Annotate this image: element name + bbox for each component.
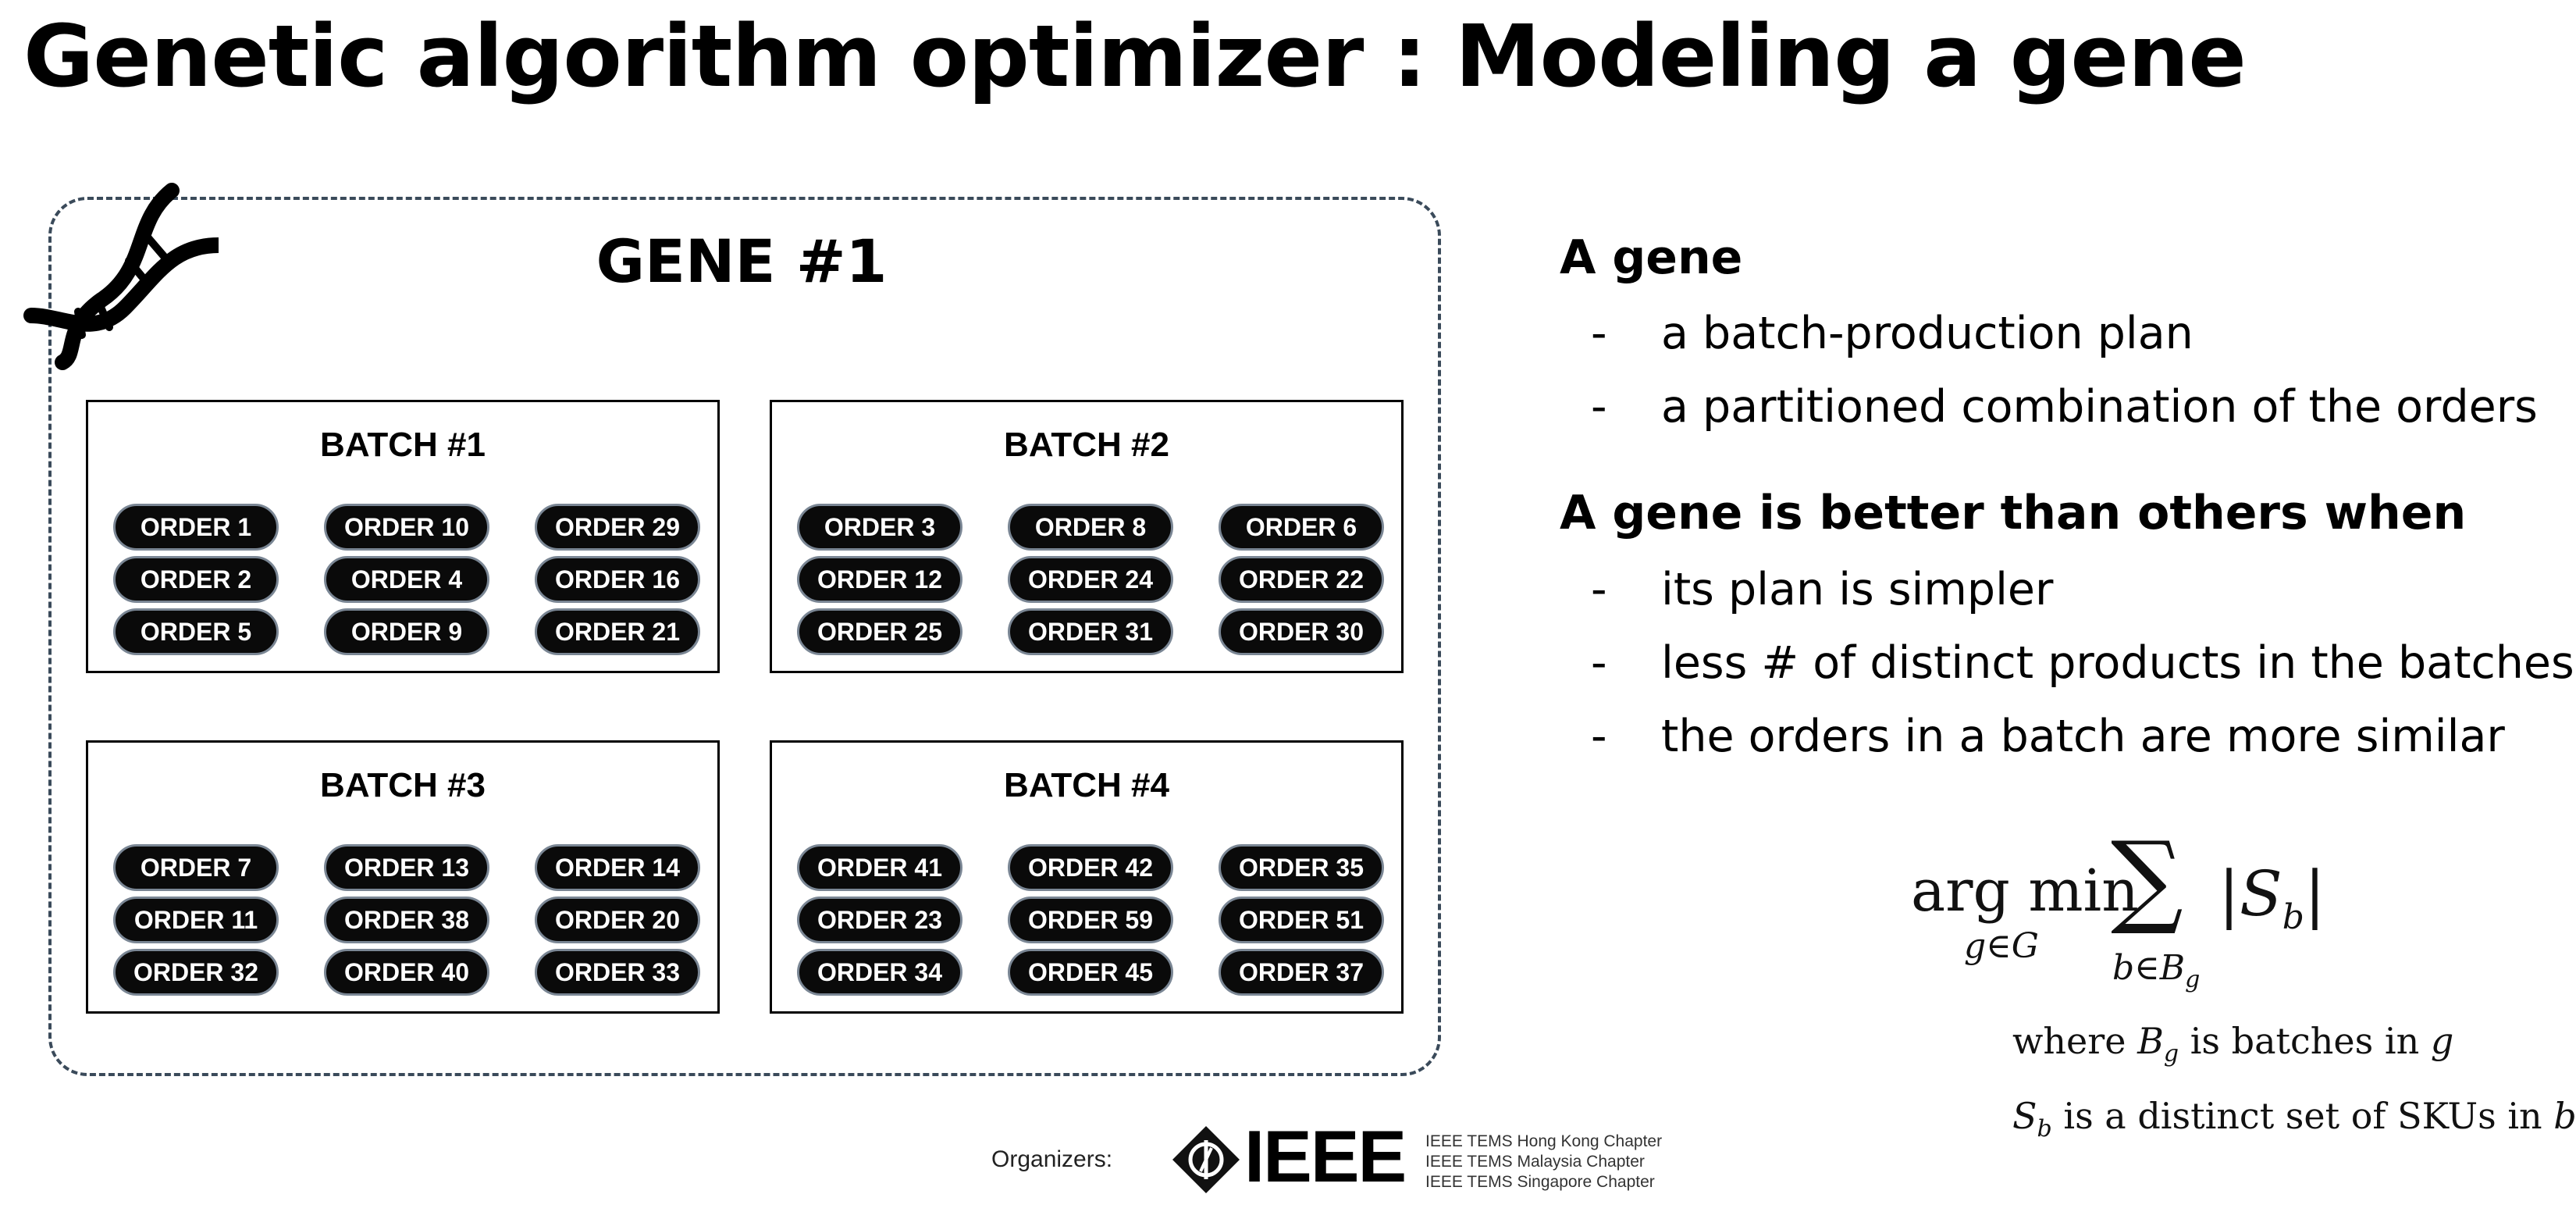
bullet-dash: -	[1591, 308, 1607, 359]
order-pill: ORDER 1	[113, 504, 279, 551]
order-pill: ORDER 6	[1219, 504, 1384, 551]
chapter-malaysia: IEEE TEMS Malaysia Chapter	[1425, 1153, 1645, 1171]
criteria-bullet-text: less # of distinct products in the batch…	[1661, 637, 2574, 689]
order-pill: ORDER 51	[1219, 897, 1384, 943]
order-pill: ORDER 3	[797, 504, 962, 551]
formula-where-batches: where Bg is batches in g	[2012, 1020, 2454, 1068]
chapter-hong-kong: IEEE TEMS Hong Kong Chapter	[1425, 1132, 1663, 1150]
order-pill: ORDER 40	[324, 949, 489, 996]
order-pill: ORDER 35	[1219, 844, 1384, 891]
order-pill: ORDER 13	[324, 844, 489, 891]
batch-box: BATCH #2 ORDER 3 ORDER 8 ORDER 6 ORDER 12 ORD…	[770, 400, 1404, 673]
gene-label: GENE #1	[596, 226, 888, 296]
batch-title: BATCH #3	[320, 766, 486, 804]
batch-box: BATCH #4 ORDER 41 ORDER 42 ORDER 35 ORDER 23…	[770, 740, 1404, 1014]
order-pill: ORDER 11	[113, 897, 279, 943]
formula-argmin-subscript: g∈G	[1964, 926, 2039, 966]
definition-bullet-text: a batch-production plan	[1661, 308, 2194, 359]
order-pill: ORDER 22	[1219, 556, 1384, 603]
order-pill: ORDER 16	[535, 556, 700, 603]
order-pill: ORDER 12	[797, 556, 962, 603]
criteria-bullet-text: the orders in a batch are more similar	[1661, 711, 2505, 762]
order-pill: ORDER 7	[113, 844, 279, 891]
order-pill: ORDER 42	[1008, 844, 1173, 891]
order-pill: ORDER 33	[535, 949, 700, 996]
formula-sum-subscript: b∈Bg	[2112, 948, 2201, 993]
order-pill: ORDER 5	[113, 608, 279, 655]
page-title: Genetic algorithm optimizer : Modeling a…	[23, 6, 2247, 106]
criteria-heading: A gene is better than others when	[1560, 486, 2467, 540]
bullet-dash: -	[1591, 381, 1607, 433]
bullet-dash: -	[1591, 564, 1607, 615]
order-pill: ORDER 37	[1219, 949, 1384, 996]
formula-abs-sb: |Sb|	[2218, 857, 2325, 937]
order-pill: ORDER 34	[797, 949, 962, 996]
order-pill: ORDER 41	[797, 844, 962, 891]
batch-title: BATCH #1	[320, 426, 486, 464]
bullet-dash: -	[1591, 637, 1607, 689]
order-pill: ORDER 2	[113, 556, 279, 603]
order-pill: ORDER 8	[1008, 504, 1173, 551]
formula-where-skus: Sb is a distinct set of SKUs in b	[2012, 1095, 2576, 1143]
order-pill: ORDER 45	[1008, 949, 1173, 996]
bullet-dash: -	[1591, 711, 1607, 762]
gene-container	[48, 197, 1441, 1076]
order-pill: ORDER 24	[1008, 556, 1173, 603]
batch-box: BATCH #3 ORDER 7 ORDER 13 ORDER 14 ORDER 11 O…	[86, 740, 720, 1014]
ieee-diamond-logo	[1172, 1126, 1240, 1193]
batch-title: BATCH #2	[1004, 426, 1169, 464]
formula-argmin: arg min	[1911, 857, 2139, 925]
criteria-bullet-text: its plan is simpler	[1661, 564, 2054, 615]
definition-heading: A gene	[1560, 230, 1743, 285]
order-pill: ORDER 31	[1008, 608, 1173, 655]
chapter-singapore: IEEE TEMS Singapore Chapter	[1425, 1173, 1655, 1191]
order-pill: ORDER 25	[797, 608, 962, 655]
order-pill: ORDER 14	[535, 844, 700, 891]
order-pill: ORDER 32	[113, 949, 279, 996]
ieee-wordmark: IEEE	[1244, 1115, 1407, 1197]
batch-box: BATCH #1 ORDER 1 ORDER 10 ORDER 29 ORDER 2 OR…	[86, 400, 720, 673]
organizers-label: Organizers:	[991, 1146, 1113, 1172]
order-pill: ORDER 30	[1219, 608, 1384, 655]
order-pill: ORDER 59	[1008, 897, 1173, 943]
definition-bullet-text: a partitioned combination of the orders	[1661, 381, 2538, 433]
batch-title: BATCH #4	[1004, 766, 1169, 804]
order-pill: ORDER 9	[324, 608, 489, 655]
dna-icon	[23, 183, 219, 370]
order-pill: ORDER 4	[324, 556, 489, 603]
formula-sum-symbol: ∑	[2111, 819, 2183, 938]
order-pill: ORDER 10	[324, 504, 489, 551]
order-pill: ORDER 29	[535, 504, 700, 551]
order-pill: ORDER 21	[535, 608, 700, 655]
order-pill: ORDER 38	[324, 897, 489, 943]
order-pill: ORDER 23	[797, 897, 962, 943]
order-pill: ORDER 20	[535, 897, 700, 943]
